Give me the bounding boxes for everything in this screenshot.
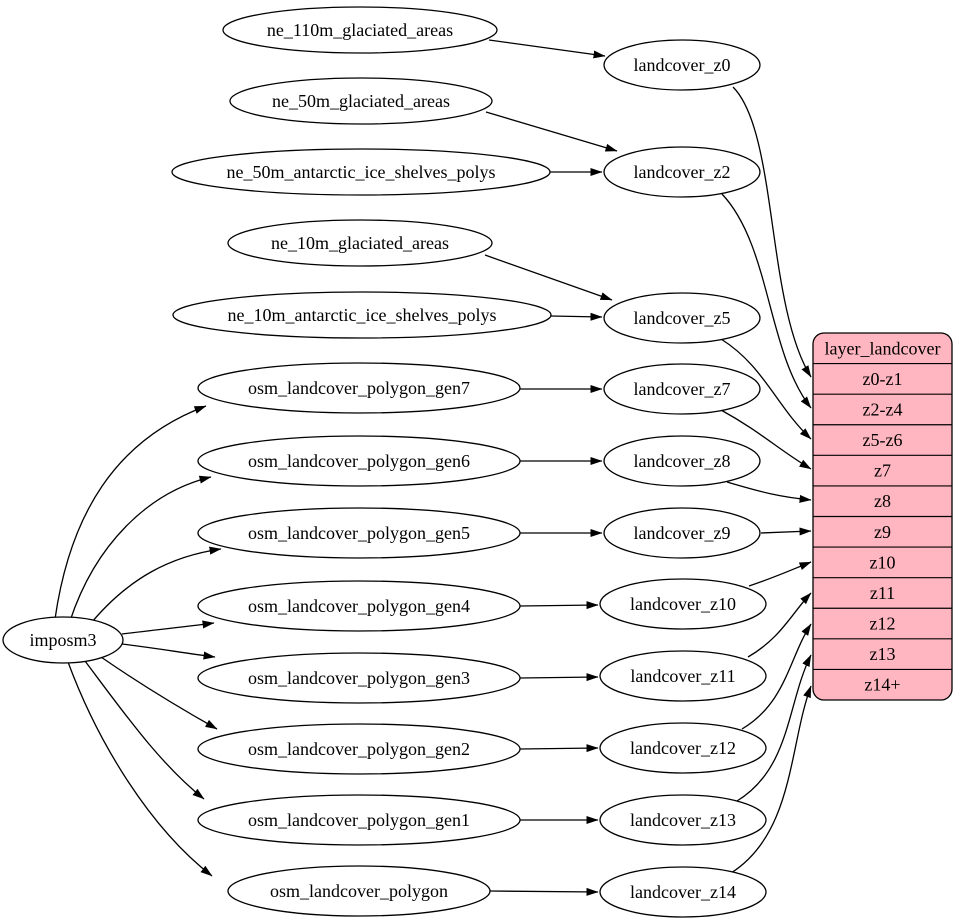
node-landcover_z9 bbox=[603, 507, 761, 559]
node-label-osm_landcover_polygon_gen5: osm_landcover_polygon_gen5 bbox=[248, 523, 470, 543]
node-label-landcover_z13: landcover_z13 bbox=[630, 810, 736, 830]
edge-landcover_z13-to-row-9 bbox=[736, 654, 812, 802]
table-row-z0-z1: z0-z1 bbox=[863, 369, 903, 389]
node-label-landcover_z12: landcover_z12 bbox=[630, 738, 736, 758]
edge-imposm3-to-osm_landcover_polygon_gen7 bbox=[54, 405, 207, 620]
node-label-osm_landcover_polygon_gen3: osm_landcover_polygon_gen3 bbox=[248, 668, 470, 688]
node-label-osm_landcover_polygon_gen6: osm_landcover_polygon_gen6 bbox=[248, 451, 470, 471]
table-row-z8: z8 bbox=[874, 491, 891, 511]
edge-imposm3-to-osm_landcover_polygon_gen1 bbox=[84, 660, 205, 800]
node-label-landcover_z7: landcover_z7 bbox=[634, 379, 731, 399]
node-label-landcover_z8: landcover_z8 bbox=[634, 451, 731, 471]
edge-landcover_z9-to-row-5 bbox=[760, 527, 812, 536]
edge-landcover_z11-to-row-7 bbox=[747, 592, 812, 658]
node-label-osm_landcover_polygon_gen1: osm_landcover_polygon_gen1 bbox=[248, 810, 470, 830]
node-label-landcover_z5: landcover_z5 bbox=[634, 308, 731, 328]
table-row-z10: z10 bbox=[870, 552, 896, 572]
node-label-osm_landcover_polygon_gen7: osm_landcover_polygon_gen7 bbox=[248, 378, 470, 398]
node-landcover_z8 bbox=[603, 435, 761, 487]
edge-imposm3-to-osm_landcover_polygon bbox=[67, 661, 213, 877]
node-osm_landcover_polygon_gen1 bbox=[197, 794, 521, 846]
node-ne_50m_glaciated_areas bbox=[229, 77, 493, 125]
node-landcover_z11 bbox=[599, 650, 767, 702]
table-row-z12: z12 bbox=[870, 614, 896, 634]
node-ne_110m_glaciated_areas bbox=[222, 6, 498, 54]
node-landcover_z2 bbox=[603, 146, 761, 198]
node-label-ne_50m_antarctic_ice_shelves_polys: ne_50m_antarctic_ice_shelves_polys bbox=[227, 162, 496, 182]
edge-imposm3-to-osm_landcover_polygon_gen3 bbox=[121, 643, 216, 660]
edge-landcover_z7-to-row-3 bbox=[720, 409, 812, 470]
table-row-z13: z13 bbox=[870, 644, 896, 664]
node-label-landcover_z0: landcover_z0 bbox=[634, 55, 731, 75]
edge-imposm3-to-osm_landcover_polygon_gen4 bbox=[121, 620, 215, 635]
edge-osm_landcover_polygon_gen2-to-landcover_z12 bbox=[519, 744, 599, 753]
node-imposm3 bbox=[2, 616, 124, 664]
table-row-z7: z7 bbox=[874, 461, 891, 481]
edge-osm_landcover_polygon-to-landcover_z14 bbox=[489, 887, 599, 896]
node-landcover_z7 bbox=[603, 363, 761, 415]
table-row-z2-z4: z2-z4 bbox=[863, 399, 903, 419]
node-ne_50m_antarctic_ice_shelves_polys bbox=[171, 148, 551, 196]
edge-landcover_z14-to-row-10 bbox=[730, 685, 812, 874]
layer-landcover-table: layer_landcover z0-z1 z2-z4 z5-z6 z7 z8 z9 z10 z… bbox=[812, 332, 953, 701]
node-landcover_z10 bbox=[599, 578, 767, 630]
node-ne_10m_glaciated_areas bbox=[227, 219, 493, 267]
node-label-ne_110m_glaciated_areas: ne_110m_glaciated_areas bbox=[267, 20, 453, 40]
node-label-osm_landcover_polygon_gen4: osm_landcover_polygon_gen4 bbox=[248, 596, 470, 616]
node-label-landcover_z10: landcover_z10 bbox=[630, 594, 736, 614]
node-osm_landcover_polygon_gen4 bbox=[197, 580, 521, 632]
node-osm_landcover_polygon_gen2 bbox=[197, 723, 521, 775]
edge-imposm3-to-osm_landcover_polygon_gen2 bbox=[100, 656, 218, 730]
node-osm_landcover_polygon_gen3 bbox=[197, 652, 521, 704]
node-label-landcover_z11: landcover_z11 bbox=[630, 666, 735, 686]
edge-imposm3-to-osm_landcover_polygon_gen5 bbox=[86, 546, 222, 629]
node-label-osm_landcover_polygon_gen2: osm_landcover_polygon_gen2 bbox=[248, 739, 470, 759]
edge-landcover_z10-to-row-6 bbox=[748, 561, 812, 587]
node-osm_landcover_polygon_gen6 bbox=[197, 435, 521, 487]
node-landcover_z5 bbox=[603, 292, 761, 344]
table-row-z5-z6: z5-z6 bbox=[863, 430, 903, 450]
edge-landcover_z8-to-row-4 bbox=[726, 481, 812, 503]
edge-imposm3-to-osm_landcover_polygon_gen6 bbox=[69, 475, 212, 622]
node-label-landcover_z14: landcover_z14 bbox=[630, 882, 736, 902]
node-osm_landcover_polygon_gen7 bbox=[197, 362, 521, 414]
node-ne_10m_antarctic_ice_shelves_polys bbox=[172, 291, 552, 339]
edge-osm_landcover_polygon_gen3-to-landcover_z11 bbox=[519, 673, 599, 682]
edge-ne_50m_glaciated_areas-to-landcover_z2 bbox=[485, 111, 618, 152]
node-label-ne_10m_antarctic_ice_shelves_polys: ne_10m_antarctic_ice_shelves_polys bbox=[228, 305, 497, 325]
edge-ne_110m_glaciated_areas-to-landcover_z0 bbox=[488, 39, 606, 59]
edge-landcover_z5-to-row-2 bbox=[720, 338, 812, 440]
table-title: layer_landcover bbox=[825, 338, 941, 358]
table-row-z11: z11 bbox=[870, 583, 895, 603]
node-osm_landcover_polygon_gen5 bbox=[197, 507, 521, 559]
node-label-osm_landcover_polygon: osm_landcover_polygon bbox=[270, 881, 448, 901]
node-osm_landcover_polygon bbox=[227, 865, 491, 917]
edge-landcover_z0-to-row-0 bbox=[732, 86, 812, 378]
node-landcover_z14 bbox=[599, 866, 767, 918]
edge-landcover_z2-to-row-1 bbox=[721, 193, 812, 409]
node-label-landcover_z2: landcover_z2 bbox=[634, 162, 731, 182]
edge-landcover_z12-to-row-8 bbox=[741, 623, 812, 730]
edge-ne_10m_antarctic_ice_shelves_polys-to-landcover_z5 bbox=[550, 312, 603, 321]
node-landcover_z0 bbox=[603, 39, 761, 91]
node-landcover_z12 bbox=[599, 722, 767, 774]
node-label-ne_50m_glaciated_areas: ne_50m_glaciated_areas bbox=[272, 91, 450, 111]
table-row-z14+: z14+ bbox=[864, 675, 900, 695]
table-row-z9: z9 bbox=[874, 522, 891, 542]
edge-ne_10m_glaciated_areas-to-landcover_z5 bbox=[484, 254, 613, 301]
node-label-ne_10m_glaciated_areas: ne_10m_glaciated_areas bbox=[271, 233, 449, 253]
edge-osm_landcover_polygon_gen4-to-landcover_z10 bbox=[519, 601, 599, 610]
node-landcover_z13 bbox=[599, 794, 767, 846]
node-label-landcover_z9: landcover_z9 bbox=[634, 523, 731, 543]
node-label-imposm3: imposm3 bbox=[29, 630, 96, 650]
